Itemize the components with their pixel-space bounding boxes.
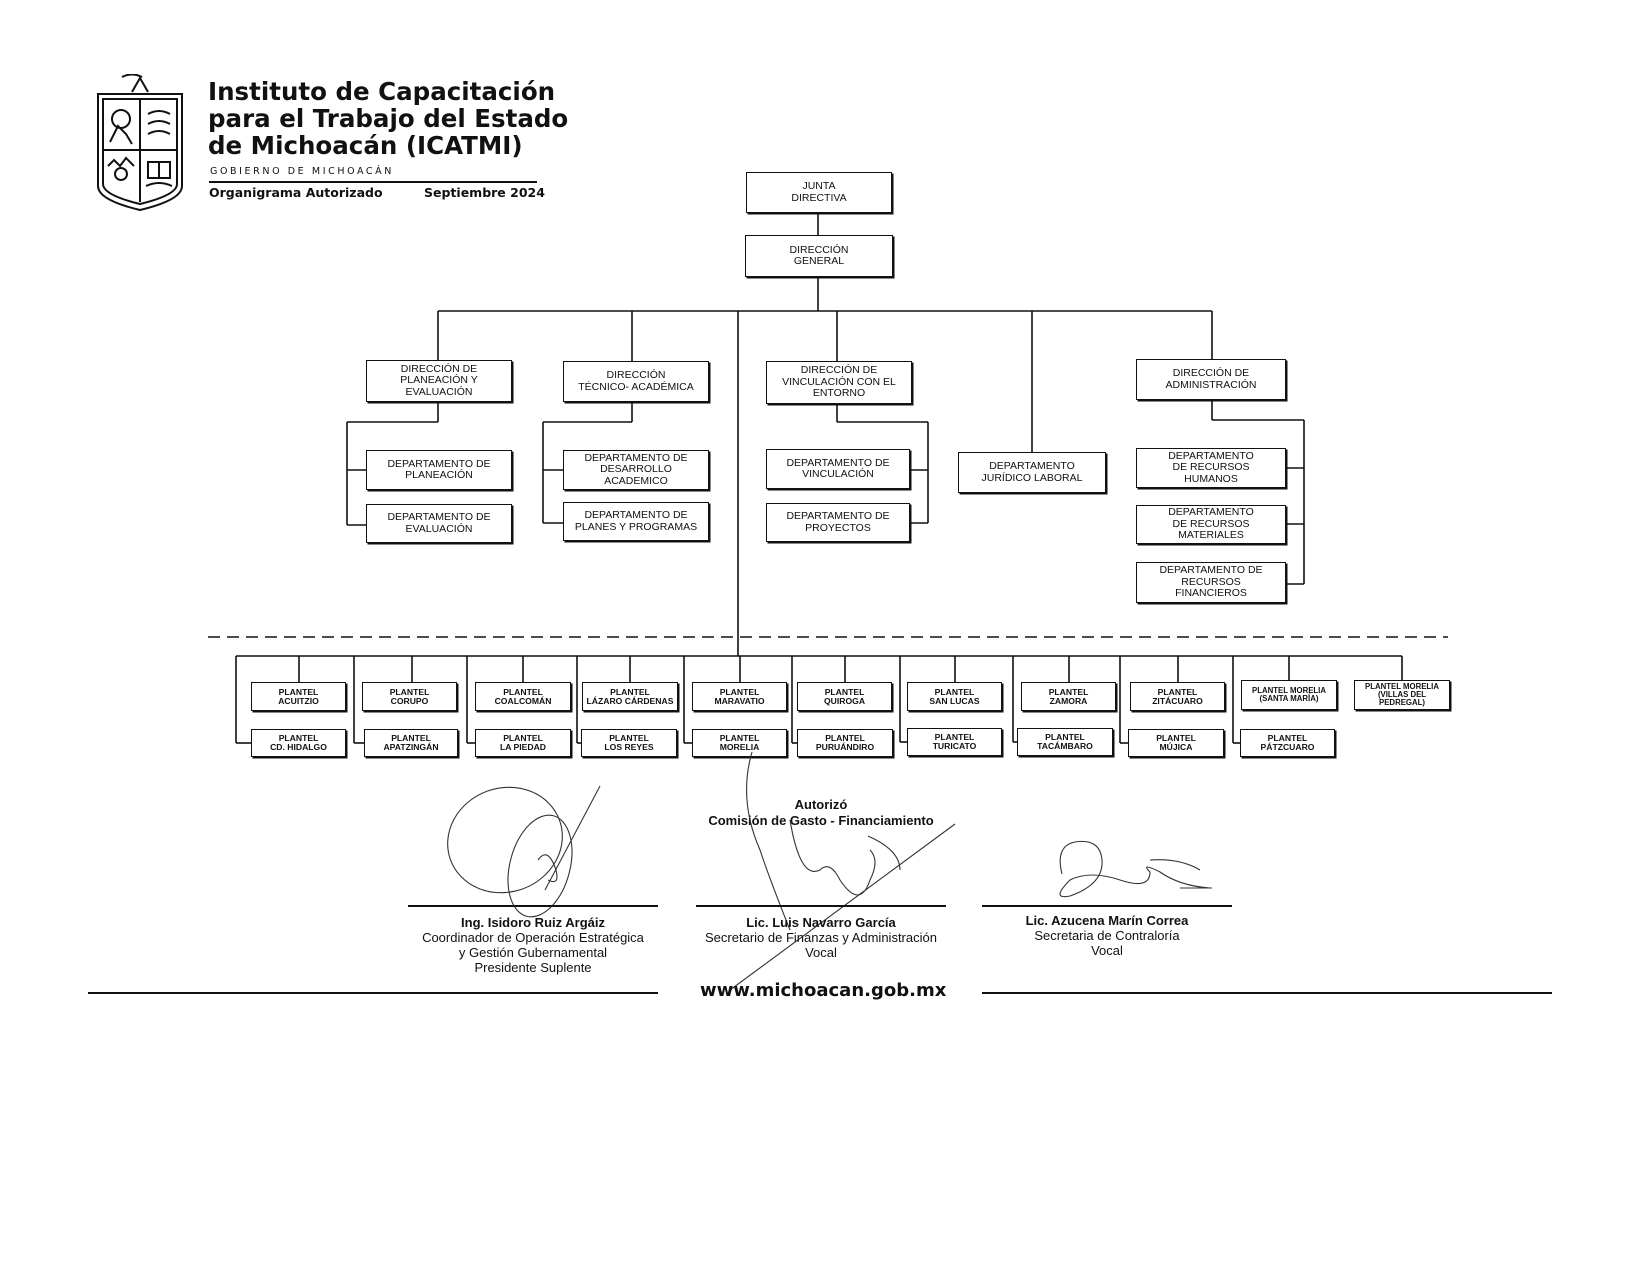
plantel-box: PLANTEL MÚJICA bbox=[1128, 729, 1224, 757]
footer-rule-right bbox=[982, 992, 1552, 994]
signatory-role: Presidente Suplente bbox=[474, 960, 592, 975]
signatory-role: Secretario de Finanzas y Administración bbox=[705, 930, 937, 945]
plantel-box: PLANTEL CORUPO bbox=[362, 682, 457, 711]
plantel-box: PLANTEL CD. HIDALGO bbox=[251, 729, 346, 757]
authorization-committee: Comisión de Gasto - Financiamiento bbox=[708, 813, 934, 828]
signatory-block-3: Lic. Azucena Marín Correa Secretaria de … bbox=[966, 913, 1248, 958]
departamento-vinculacion-box: DEPARTAMENTO DE VINCULACIÓN bbox=[766, 449, 910, 489]
plantel-box: PLANTEL APATZINGÁN bbox=[364, 729, 458, 757]
direccion-vinculacion-box: DIRECCIÓN DE VINCULACIÓN CON EL ENTORNO bbox=[766, 361, 912, 404]
plantel-box: PLANTEL MORELIA (SANTA MARÍA) bbox=[1241, 680, 1337, 710]
header-divider bbox=[209, 181, 537, 183]
plantel-box: PLANTEL LOS REYES bbox=[581, 729, 677, 757]
plantel-box: PLANTEL LA PIEDAD bbox=[475, 729, 571, 757]
plantel-box: PLANTEL TURICATO bbox=[907, 728, 1002, 756]
footer-url: www.michoacan.gob.mx bbox=[700, 980, 947, 1001]
signatory-name: Lic. Luis Navarro García bbox=[746, 915, 896, 930]
authorization-label: Autorizó bbox=[794, 797, 848, 812]
direccion-administracion-box: DIRECCIÓN DE ADMINISTRACIÓN bbox=[1136, 359, 1286, 400]
departamento-recursos-humanos-box: DEPARTAMENTO DE RECURSOS HUMANOS bbox=[1136, 448, 1286, 488]
plantel-box: PLANTEL QUIROGA bbox=[797, 682, 892, 711]
direccion-planeacion-box: DIRECCIÓN DE PLANEACIÓN Y EVALUACIÓN bbox=[366, 360, 512, 402]
plantel-box: PLANTEL MORELIA (VILLAS DEL PEDREGAL) bbox=[1354, 680, 1450, 710]
signature-line-2 bbox=[696, 905, 946, 907]
departamento-evaluacion-box: DEPARTAMENTO DE EVALUACIÓN bbox=[366, 504, 512, 543]
plantel-box: PLANTEL ZITÁCUARO bbox=[1130, 682, 1225, 711]
departamento-desarrollo-academico-box: DEPARTAMENTO DE DESARROLLO ACADEMICO bbox=[563, 450, 709, 490]
institute-title-line-1: Instituto de Capacitación bbox=[208, 77, 556, 106]
michoacan-coat-of-arms-logo bbox=[97, 74, 183, 212]
signatory-block-2: Lic. Luis Navarro García Secretario de F… bbox=[680, 915, 962, 960]
plantel-box: PLANTEL ZAMORA bbox=[1021, 682, 1116, 711]
document-label: Organigrama Autorizado bbox=[209, 185, 383, 200]
signatory-role: Vocal bbox=[805, 945, 837, 960]
institute-title-line-2: para el Trabajo del Estado bbox=[208, 104, 569, 133]
direccion-tecnico-academica-box: DIRECCIÓN TÉCNICO- ACADÉMICA bbox=[563, 361, 709, 402]
departamento-planes-programas-box: DEPARTAMENTO DE PLANES Y PROGRAMAS bbox=[563, 502, 709, 541]
junta-directiva-box: JUNTA DIRECTIVA bbox=[746, 172, 892, 213]
footer-rule-left bbox=[88, 992, 658, 994]
institute-title: Instituto de Capacitación para el Trabaj… bbox=[208, 78, 568, 159]
departamento-recursos-materiales-box: DEPARTAMENTO DE RECURSOS MATERIALES bbox=[1136, 505, 1286, 544]
departamento-proyectos-box: DEPARTAMENTO DE PROYECTOS bbox=[766, 503, 910, 542]
plantel-box: PLANTEL TACÁMBARO bbox=[1017, 728, 1113, 756]
plantel-box: PLANTEL COALCOMÁN bbox=[475, 682, 571, 711]
plantel-box: PLANTEL MORELIA bbox=[692, 729, 787, 757]
institute-title-line-3: de Michoacán (ICATMI) bbox=[208, 131, 523, 160]
departamento-recursos-financieros-box: DEPARTAMENTO DE RECURSOS FINANCIEROS bbox=[1136, 562, 1286, 603]
departamento-juridico-laboral-box: DEPARTAMENTO JURÍDICO LABORAL bbox=[958, 452, 1106, 493]
signatory-role: Coordinador de Operación Estratégica bbox=[422, 930, 644, 945]
signature-line-1 bbox=[408, 905, 658, 907]
signatory-role: Vocal bbox=[1091, 943, 1123, 958]
plantel-box: PLANTEL PÁTZCUARO bbox=[1240, 729, 1335, 757]
signatory-name: Ing. Isidoro Ruiz Argáiz bbox=[461, 915, 605, 930]
plantel-box: PLANTEL ACUITZIO bbox=[251, 682, 346, 711]
plantel-box: PLANTEL MARAVATIO bbox=[692, 682, 787, 711]
direccion-general-box: DIRECCIÓN GENERAL bbox=[745, 235, 893, 277]
signature-line-3 bbox=[982, 905, 1232, 907]
authorization-heading: Autorizó Comisión de Gasto - Financiamie… bbox=[676, 797, 966, 829]
signatory-name: Lic. Azucena Marín Correa bbox=[1025, 913, 1189, 928]
plantel-box: PLANTEL SAN LUCAS bbox=[907, 682, 1002, 711]
signatory-block-1: Ing. Isidoro Ruiz Argáiz Coordinador de … bbox=[393, 915, 673, 975]
document-date: Septiembre 2024 bbox=[424, 185, 545, 200]
government-label: GOBIERNO DE MICHOACÁN bbox=[210, 166, 394, 177]
signatory-role: y Gestión Gubernamental bbox=[458, 945, 608, 960]
plantel-box: PLANTEL PURUÁNDIRO bbox=[797, 729, 893, 757]
plantel-box: PLANTEL LÁZARO CÁRDENAS bbox=[582, 682, 678, 711]
departamento-planeacion-box: DEPARTAMENTO DE PLANEACIÓN bbox=[366, 450, 512, 490]
signatory-role: Secretaria de Contraloría bbox=[1034, 928, 1180, 943]
